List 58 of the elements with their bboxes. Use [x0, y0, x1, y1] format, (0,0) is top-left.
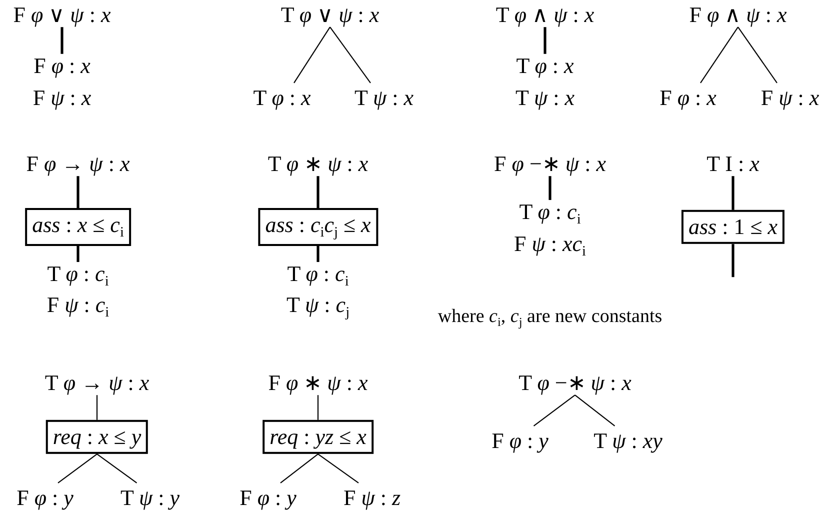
tree-branch-line: [96, 395, 98, 420]
formula-text: F ψ : z: [343, 486, 401, 510]
tree-branch-line: [294, 26, 330, 84]
tree-branch-line: [317, 395, 319, 420]
tree-branch-line: [330, 26, 371, 84]
tree-branch-line: [76, 176, 80, 208]
formula-text: T φ : c$_{i}$: [287, 262, 349, 290]
tree-branch-line: [316, 246, 320, 262]
tree-branch-line: [574, 394, 616, 426]
constraint-box: req : x ≤ y: [46, 420, 148, 454]
formula-text: T ψ : x: [515, 86, 575, 110]
formula-text: T I : x: [706, 152, 760, 176]
formula-text: F ψ : x: [760, 86, 820, 110]
tree-branch-line: [76, 246, 80, 262]
formula-text: F φ : y: [240, 486, 296, 510]
note-text: where c$_{i}$, c$_{j}$ are new constants: [438, 306, 662, 330]
formula-text: F φ → ψ : x: [26, 152, 130, 176]
formula-text: F φ ∧ ψ : x: [689, 2, 787, 28]
tree-branch-line: [533, 394, 576, 426]
formula-text: T φ : c$_{i}$: [47, 262, 109, 290]
formula-text: F φ ∨ ψ : x: [13, 2, 111, 28]
formula-text: F φ : y: [16, 486, 74, 510]
formula-text: T φ : x: [516, 54, 574, 78]
tree-branch-line: [60, 27, 64, 54]
formula-text: T φ −∗ ψ : x: [518, 370, 632, 396]
formula-text: T φ : c$_{i}$: [519, 200, 581, 228]
tree-branch-line: [318, 454, 359, 484]
formula-text: F φ ∗ ψ : x: [268, 370, 368, 396]
tree-branch-line: [732, 244, 734, 278]
formula-text: F φ −∗ ψ : x: [494, 152, 606, 176]
constraint-box: ass : 1 ≤ x: [681, 210, 785, 244]
tree-branch-line: [548, 176, 552, 200]
tree-branch-line: [58, 454, 98, 484]
constraint-box: ass : c$_{i}$c$_{j}$ ≤ x: [258, 208, 378, 246]
formula-text: T φ → ψ : x: [44, 370, 150, 396]
formula-text: T ψ : c$_{j}$: [286, 293, 350, 321]
formula-text: F φ : y: [492, 428, 548, 454]
formula-text: T φ ∧ ψ : x: [496, 2, 594, 28]
tree-branch-line: [96, 454, 138, 484]
tree-branch-line: [738, 26, 778, 84]
constraint-box: ass : x ≤ c$_{i}$: [25, 208, 131, 246]
formula-text: T ψ : x: [354, 86, 414, 110]
formula-text: T ψ : xy: [594, 428, 662, 454]
tree-branch-line: [316, 176, 320, 208]
formula-text: F ψ : c$_{i}$: [46, 293, 110, 321]
constraint-box: req : yz ≤ x: [262, 420, 374, 454]
formula-text: F φ : x: [34, 54, 90, 78]
formula-text: T φ ∨ ψ : x: [280, 2, 380, 28]
formula-text: F ψ : x: [32, 86, 92, 110]
tree-branch-line: [280, 454, 318, 484]
tree-branch-line: [732, 176, 734, 210]
formula-text: T φ ∗ ψ : x: [268, 152, 368, 176]
tree-branch-line: [700, 26, 738, 84]
formula-text: T φ : x: [253, 86, 311, 110]
formula-text: T ψ : y: [120, 486, 180, 510]
tree-branch-line: [544, 27, 546, 54]
formula-text: F φ : x: [660, 86, 716, 110]
formula-text: F ψ : xc$_{i}$: [514, 232, 586, 260]
